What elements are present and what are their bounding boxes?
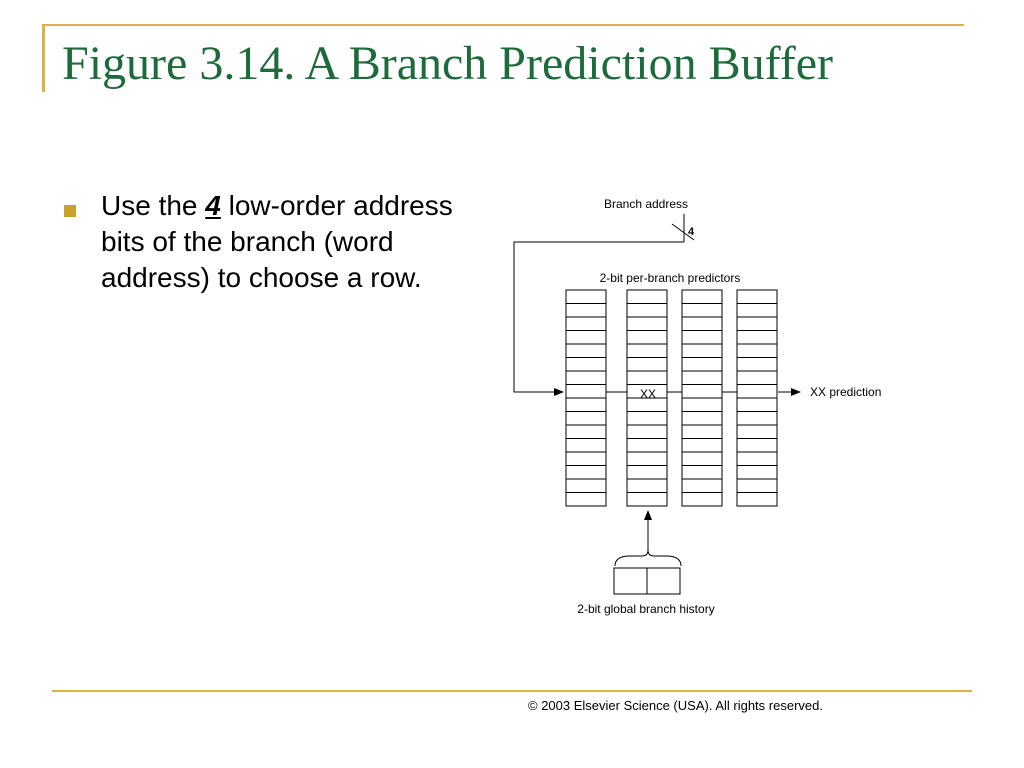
title-frame-horizontal	[42, 24, 964, 26]
predictor-table	[565, 289, 778, 507]
branch-prediction-diagram: Branch address 4 2-bit per-branch predic…	[513, 197, 881, 616]
output-label: XX prediction	[810, 385, 881, 399]
bullet-text-after: low-order address bits of the branch (wo…	[101, 190, 453, 293]
branch-address-label: Branch address	[604, 197, 688, 211]
bullet-text-before: Use the	[101, 190, 206, 221]
address-route-line	[513, 241, 684, 396]
bit-width-label: 4	[688, 226, 695, 238]
predictor-column	[565, 289, 607, 507]
bullet-marker	[64, 205, 76, 217]
selected-cell-label: XX	[640, 387, 656, 401]
title-frame-vertical	[42, 24, 45, 92]
slide-title: Figure 3.14. A Branch Prediction Buffer	[62, 37, 833, 90]
history-label: 2-bit global branch history	[577, 602, 714, 616]
history-brace	[614, 549, 682, 567]
copyright-notice: © 2003 Elsevier Science (USA). All right…	[528, 698, 823, 713]
bit-width-tick	[671, 223, 695, 241]
predictor-column	[626, 289, 668, 507]
predictor-column	[736, 289, 778, 507]
footer-line	[52, 690, 972, 692]
bullet-text: Use the 4 low-order address bits of the …	[101, 188, 501, 296]
predictors-label: 2-bit per-branch predictors	[600, 271, 741, 285]
bullet-emphasis: 4	[205, 190, 221, 221]
predictor-column	[681, 289, 723, 507]
